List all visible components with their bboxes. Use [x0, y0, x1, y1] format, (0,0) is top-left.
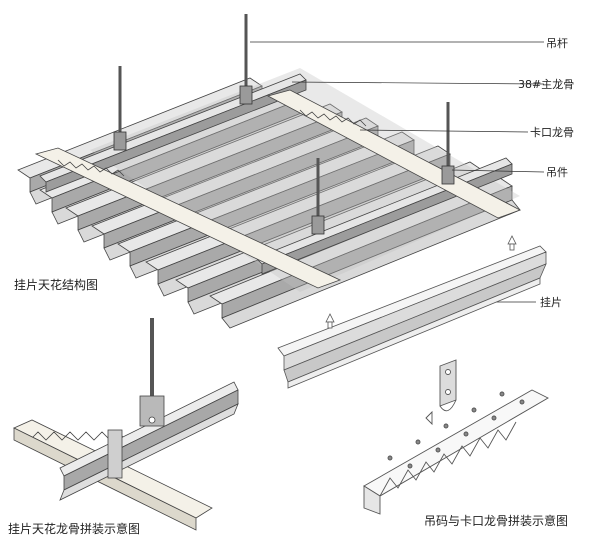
- single-panel-drawing: [277, 235, 547, 389]
- caption-clip-assembly: 吊码与卡口龙骨拼装示意图: [424, 514, 569, 528]
- hanger-rods: [118, 14, 450, 226]
- caption-structure: 挂片天花结构图: [14, 278, 99, 292]
- keel-assembly-drawing: [13, 318, 239, 531]
- label-hanger: 吊件: [546, 166, 568, 179]
- clip-keels: [34, 89, 521, 289]
- caption-keel-assembly: 挂片天花龙骨拼装示意图: [8, 522, 141, 536]
- clip-assembly-drawing: [363, 359, 549, 515]
- label-hanger-rod: 吊杆: [546, 37, 568, 50]
- label-panel: 挂片: [540, 296, 562, 309]
- hanger-clips: [113, 85, 455, 235]
- ceiling-structure-drawing: [17, 14, 521, 329]
- ceiling-panels: [17, 77, 521, 329]
- label-clip-keel: 卡口龙骨: [530, 126, 574, 139]
- label-main-keel: 38#主龙骨: [518, 78, 575, 91]
